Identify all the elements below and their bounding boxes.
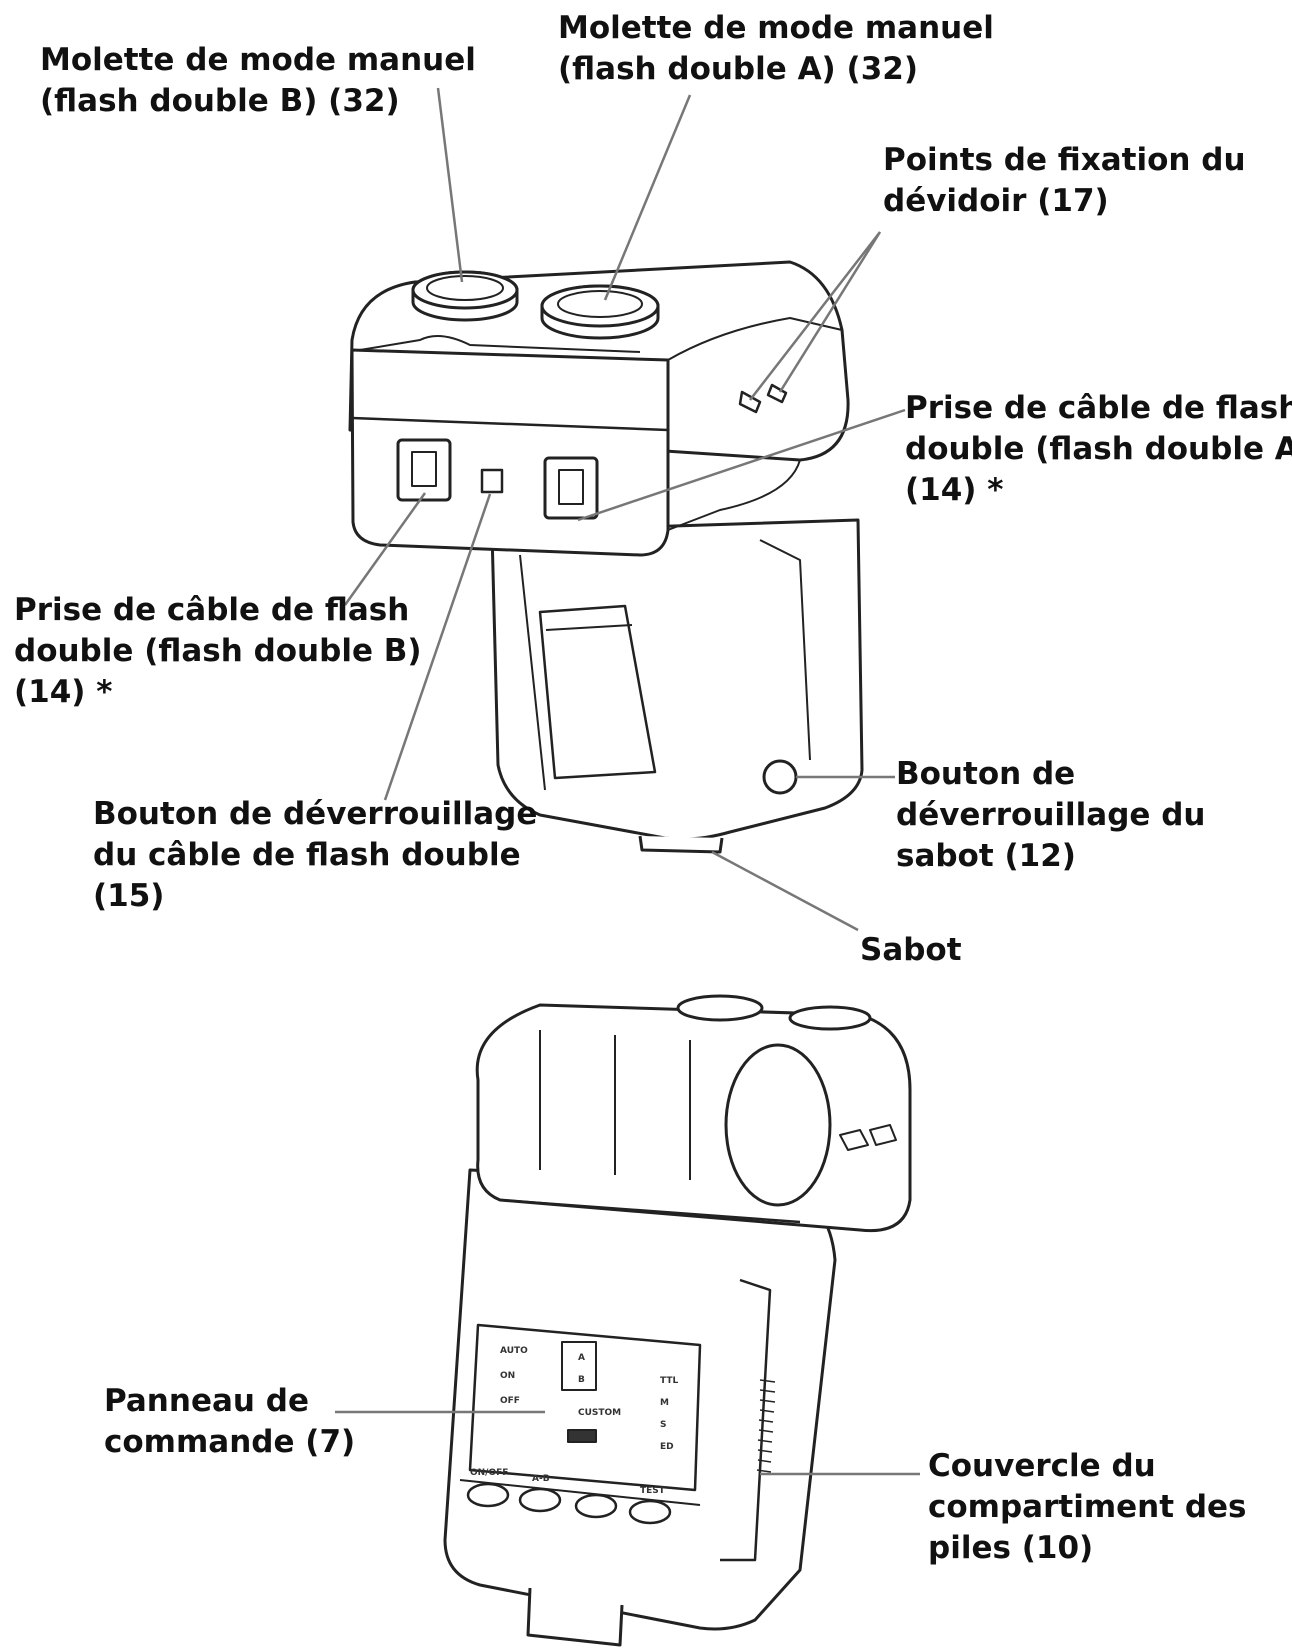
panel-mode-on: ON — [500, 1371, 515, 1381]
panel-group-a: A — [578, 1353, 585, 1363]
label-socket-b-line3: (14) * — [14, 674, 113, 710]
label-socket-b-line1: Prise de câble de flash — [14, 592, 410, 628]
leader-shoe — [711, 850, 859, 932]
panel-s: S — [660, 1420, 666, 1430]
label-dial-b-line1: Molette de mode manuel — [40, 42, 476, 78]
shoe-graphic — [638, 835, 724, 854]
panel-ed: ED — [660, 1442, 674, 1452]
label-cable-release: Bouton de déverrouillage du câble de fla… — [93, 794, 537, 917]
label-dial-b: Molette de mode manuel (flash double B) … — [40, 40, 476, 122]
panel-mode-auto: AUTO — [500, 1346, 528, 1356]
cable-release-graphic — [480, 468, 504, 494]
label-socket-a-line3: (14) * — [905, 472, 1004, 508]
label-shoe-release-line3: sabot (12) — [896, 838, 1076, 874]
leader-lines — [335, 87, 920, 1476]
label-socket-b-line2: double (flash double B) — [14, 633, 422, 669]
leader-socket-b — [343, 492, 427, 606]
panel-buttons — [466, 1482, 672, 1525]
bottom-flash-head — [475, 1003, 912, 1233]
label-shoe: Sabot — [860, 930, 962, 971]
label-battery-cover: Couvercle du compartiment des piles (10) — [928, 1446, 1247, 1569]
label-battery-cover-line2: compartiment des — [928, 1489, 1247, 1525]
label-mount-points: Points de fixation du dévidoir (17) — [883, 140, 1246, 222]
leader-cable-release — [383, 493, 492, 801]
label-control-panel: Panneau de commande (7) — [104, 1381, 355, 1463]
label-shoe-release-line1: Bouton de — [896, 756, 1076, 792]
label-dial-b-line2: (flash double B) (32) — [40, 83, 400, 119]
top-flash-front-window — [538, 604, 657, 780]
leader-socket-a — [577, 408, 906, 522]
panel-m: M — [660, 1398, 669, 1408]
label-cable-release-line3: (15) — [93, 878, 165, 914]
panel-labels: AUTO ON OFF A B CUSTOM TTL M S ED ON/OFF… — [470, 1346, 678, 1496]
label-battery-cover-line1: Couvercle du — [928, 1448, 1156, 1484]
top-flash-illustration — [348, 260, 864, 854]
panel-btn-ab: A-B — [532, 1474, 550, 1484]
label-cable-release-line2: du câble de flash double — [93, 837, 521, 873]
label-socket-a-line1: Prise de câble de flash — [905, 390, 1292, 426]
dial-b-graphic — [411, 270, 519, 322]
label-dial-a-line1: Molette de mode manuel — [558, 10, 994, 46]
label-dial-a-line2: (flash double A) (32) — [558, 51, 918, 87]
label-control-panel-line2: commande (7) — [104, 1424, 356, 1460]
label-mount-points-line1: Points de fixation du — [883, 142, 1246, 178]
battery-cover-vents — [756, 1379, 776, 1473]
shoe-release-graphic — [762, 759, 798, 795]
label-cable-release-line1: Bouton de déverrouillage — [93, 796, 538, 832]
dial-a-graphic — [540, 284, 660, 340]
control-panel-graphic — [468, 1323, 702, 1492]
leader-mount-1 — [749, 231, 881, 401]
label-socket-a: Prise de câble de flash double (flash do… — [905, 388, 1292, 511]
label-shoe-release-line2: déverrouillage du — [896, 797, 1206, 833]
panel-mode-off: OFF — [500, 1396, 520, 1406]
leader-mount-2 — [778, 231, 882, 393]
leader-dial-a — [603, 94, 692, 301]
panel-group-b: B — [578, 1375, 585, 1385]
panel-ttl: TTL — [660, 1376, 678, 1386]
panel-custom: CUSTOM — [578, 1408, 621, 1418]
bottom-flash-illustration — [443, 994, 912, 1647]
label-socket-a-line2: double (flash double A) — [905, 431, 1292, 467]
label-dial-a: Molette de mode manuel (flash double A) … — [558, 8, 994, 90]
label-socket-b: Prise de câble de flash double (flash do… — [14, 590, 422, 713]
label-shoe-release: Bouton de déverrouillage du sabot (12) — [896, 754, 1205, 877]
label-shoe-line1: Sabot — [860, 932, 962, 968]
label-control-panel-line1: Panneau de — [104, 1383, 309, 1419]
label-mount-points-line2: dévidoir (17) — [883, 183, 1109, 219]
label-battery-cover-line3: piles (10) — [928, 1530, 1094, 1566]
socket-a-graphic — [543, 456, 599, 520]
socket-b-graphic — [396, 438, 452, 502]
leader-dial-b — [436, 87, 464, 283]
panel-btn-test: TEST — [640, 1486, 666, 1496]
panel-btn-onoff: ON/OFF — [470, 1468, 508, 1478]
